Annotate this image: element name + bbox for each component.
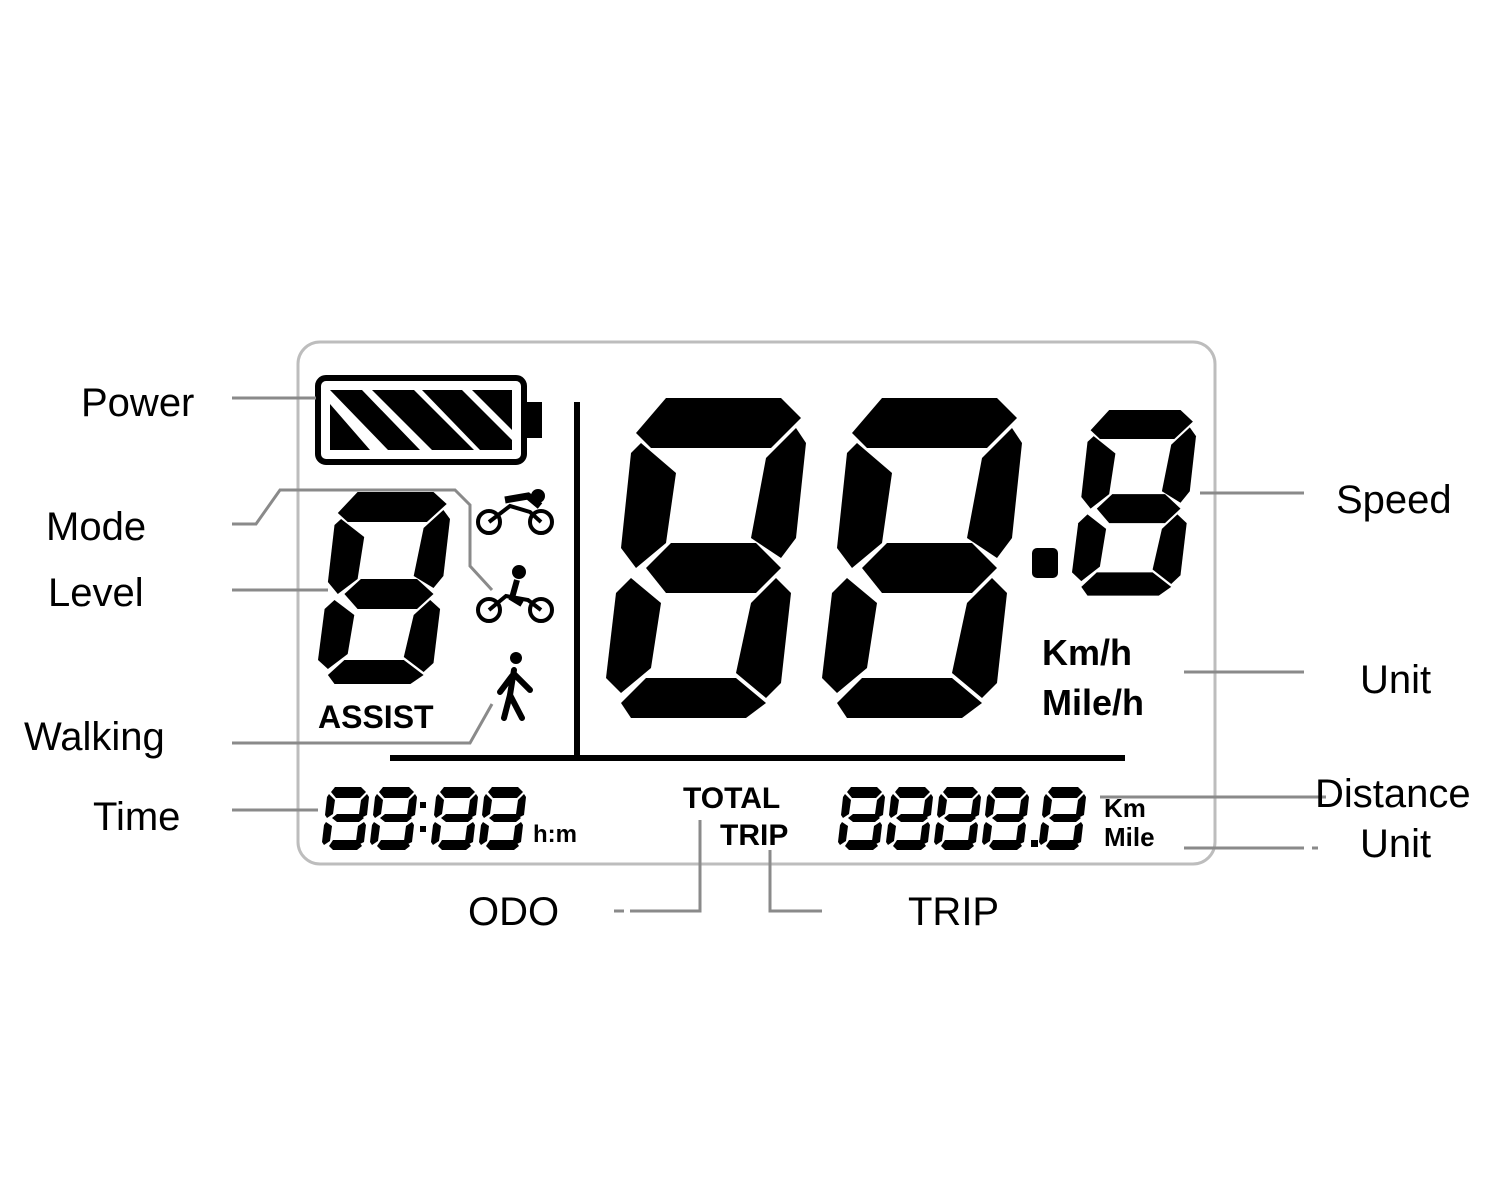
distance-unit-mile: Mile (1104, 822, 1155, 852)
distance-digit-2 (886, 787, 933, 850)
speed-digit-tens (606, 398, 806, 718)
assist-level-digit (318, 492, 450, 684)
callout-speed: Speed (1336, 478, 1452, 522)
callout-level: Level (48, 571, 144, 615)
callout-time: Time (93, 795, 180, 839)
distance-digit-1 (838, 787, 885, 850)
callout-unit: Unit (1360, 658, 1431, 702)
callout-odo: ODO (468, 890, 559, 934)
cyclist-sport-icon (476, 489, 554, 535)
leader-walking (232, 703, 494, 745)
distance-digit-5 (1039, 787, 1086, 850)
lcd-frame (296, 340, 1217, 866)
distance-digit-3 (934, 787, 981, 850)
leader-lines (232, 396, 1326, 913)
callout-mode: Mode (46, 505, 146, 549)
time-unit: h:m (533, 821, 577, 848)
distance-digit-4 (982, 787, 1029, 850)
speed-unit-km: Km/h (1042, 632, 1132, 673)
leader-odo (614, 820, 702, 913)
trip-label: TRIP (720, 819, 788, 852)
distance-decimal-point (1031, 840, 1038, 847)
speed-unit-mile: Mile/h (1042, 682, 1144, 723)
callout-walking: Walking (24, 715, 165, 759)
speed-decimal-point (1032, 548, 1058, 578)
speed-digit-ones (822, 398, 1022, 718)
speed-digit-tenths (1072, 410, 1196, 596)
walking-person-icon (497, 652, 533, 721)
callout-distance-unit: Unit (1360, 822, 1431, 866)
time-digit-4 (479, 787, 526, 850)
callout-power: Power (81, 381, 194, 425)
time-digit-2 (370, 787, 417, 850)
total-label: TOTAL (683, 782, 780, 815)
battery-icon (315, 375, 542, 465)
leader-trip (768, 850, 822, 913)
time-digit-3 (431, 787, 478, 850)
time-digit-1 (322, 787, 369, 850)
assist-label: ASSIST (318, 699, 434, 735)
time-colon (420, 802, 426, 832)
callout-trip: TRIP (908, 890, 999, 934)
cyclist-comfort-icon (476, 565, 554, 623)
callout-distance: Distance (1315, 772, 1471, 816)
leader-mode (232, 488, 494, 592)
